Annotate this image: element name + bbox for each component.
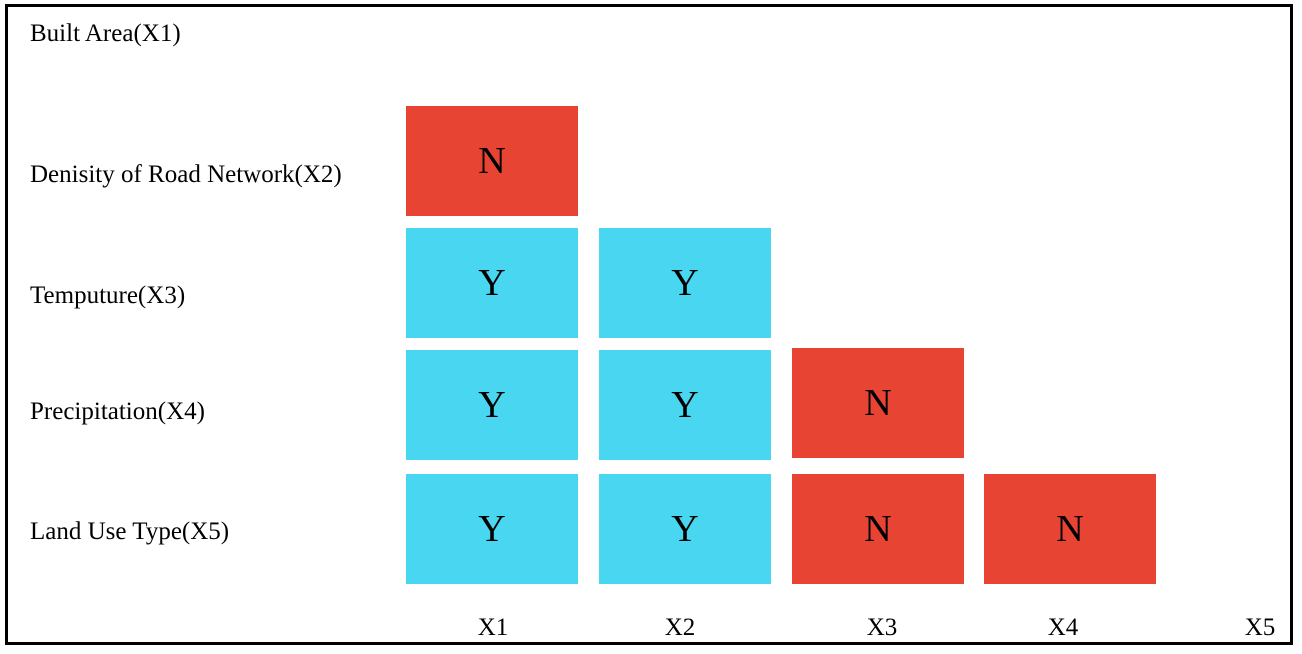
cell-value: Y: [478, 384, 506, 426]
cell-value: Y: [671, 508, 699, 550]
matrix-cell-x2-x1: N: [406, 106, 578, 216]
row-label-x4: Precipitation(X4): [30, 398, 205, 425]
diagram-frame: Built Area(X1) Denisity of Road Network(…: [5, 4, 1293, 645]
row-label-x2: Denisity of Road Network(X2): [30, 161, 342, 188]
cell-value: N: [864, 508, 892, 550]
matrix-cell-x4-x2: Y: [599, 350, 771, 460]
cell-value: Y: [671, 384, 699, 426]
cell-value: Y: [671, 262, 699, 304]
col-label-x2: X2: [664, 614, 696, 641]
cell-value: Y: [478, 262, 506, 304]
col-label-x3: X3: [866, 614, 898, 641]
cell-value: N: [864, 382, 892, 424]
matrix-cell-x5-x3: N: [792, 474, 964, 584]
matrix-cell-x4-x1: Y: [406, 350, 578, 460]
col-label-x4: X4: [1047, 614, 1079, 641]
matrix-cell-x3-x1: Y: [406, 228, 578, 338]
row-label-x5: Land Use Type(X5): [30, 518, 230, 545]
cell-value: N: [1056, 508, 1084, 550]
matrix-cell-x5-x2: Y: [599, 474, 771, 584]
cell-value: Y: [478, 508, 506, 550]
col-label-x1: X1: [477, 614, 509, 641]
row-label-x3: Temputure(X3): [30, 282, 186, 309]
row-label-x1: Built Area(X1): [30, 20, 181, 47]
matrix-cell-x5-x4: N: [984, 474, 1156, 584]
cell-value: N: [478, 140, 506, 182]
matrix-cell-x3-x2: Y: [599, 228, 771, 338]
col-label-x5: X5: [1244, 614, 1276, 641]
matrix-cell-x4-x3: N: [792, 348, 964, 458]
matrix-cell-x5-x1: Y: [406, 474, 578, 584]
